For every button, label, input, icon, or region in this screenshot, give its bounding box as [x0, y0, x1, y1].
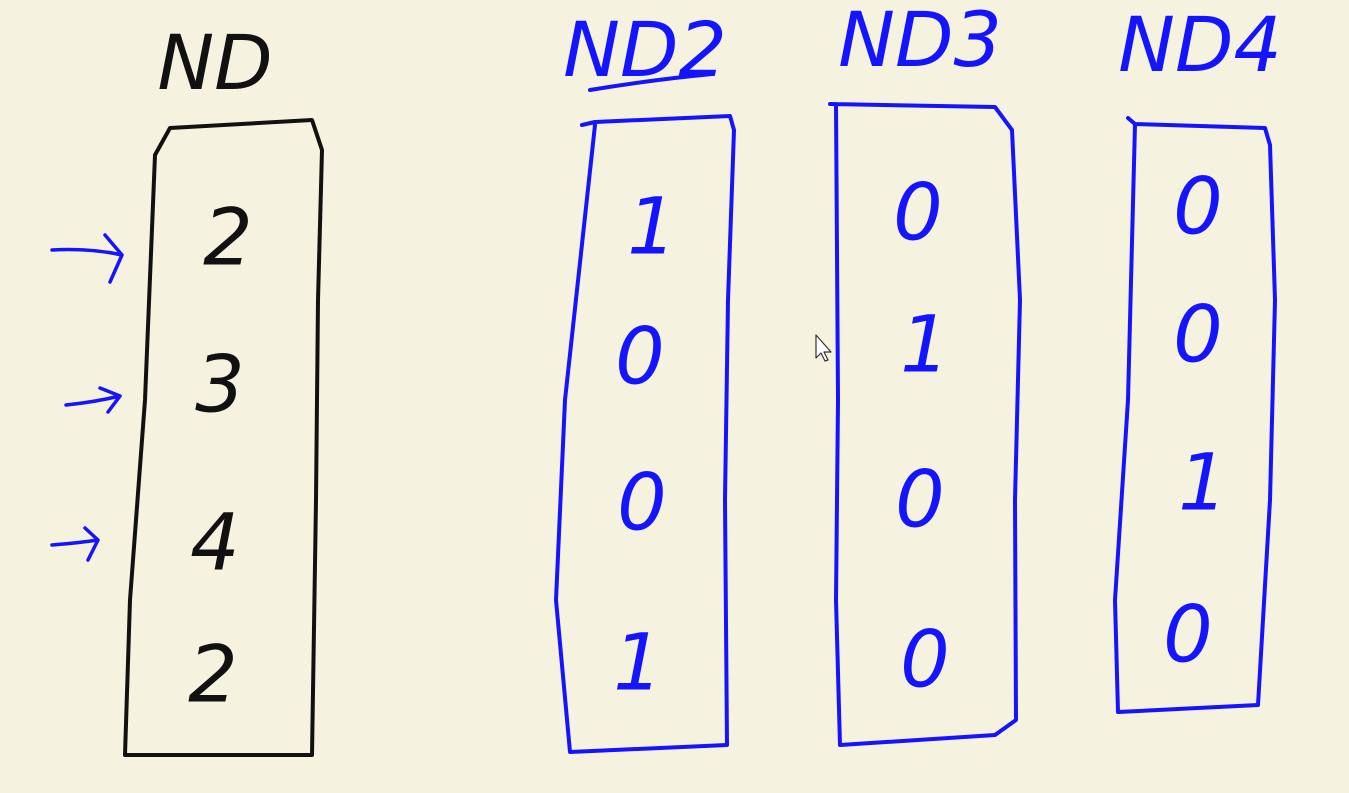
arrow-icon: [64, 386, 122, 414]
arrow-icon: [50, 526, 100, 562]
cell-nd4-3: 0: [1163, 590, 1213, 680]
cell-nd3-3: 0: [900, 615, 950, 705]
cell-nd-0: 2: [203, 193, 253, 283]
cell-nd3-1: 1: [900, 300, 950, 390]
column-nd: ND 2 3 4 2: [123, 18, 324, 757]
cell-nd3-2: 0: [895, 455, 945, 545]
cell-nd4-2: 1: [1178, 438, 1228, 528]
column-nd2: ND2 1 0 0 1: [554, 5, 736, 754]
column-title-nd: ND: [157, 18, 272, 107]
cell-nd4-1: 0: [1173, 290, 1223, 380]
arrow-cursor-icon: [815, 334, 832, 362]
cell-nd4-0: 0: [1173, 162, 1223, 252]
arrow-icon: [50, 233, 124, 284]
cell-nd2-1: 0: [615, 312, 665, 402]
column-box-nd3: [828, 102, 1022, 747]
column-nd4: ND4 0 0 1 0: [1113, 0, 1282, 714]
title-underline: [588, 72, 714, 92]
cell-nd2-2: 0: [617, 458, 667, 548]
column-box-nd: [123, 118, 324, 757]
cell-nd-1: 3: [195, 340, 245, 430]
column-box-nd2: [554, 114, 736, 754]
cell-nd-3: 2: [188, 630, 238, 720]
cell-nd2-3: 1: [613, 618, 663, 708]
column-title-nd4: ND4: [1118, 0, 1282, 89]
cell-nd-2: 4: [190, 498, 240, 588]
row-arrows: [50, 233, 124, 562]
column-box-nd4: [1113, 116, 1277, 714]
column-title-nd2: ND2: [563, 5, 727, 94]
column-nd3: ND3 0 1 0 0: [828, 0, 1022, 747]
cell-nd3-0: 0: [893, 168, 943, 258]
cell-nd2-0: 1: [627, 182, 677, 272]
column-title-nd3: ND3: [838, 0, 1002, 84]
